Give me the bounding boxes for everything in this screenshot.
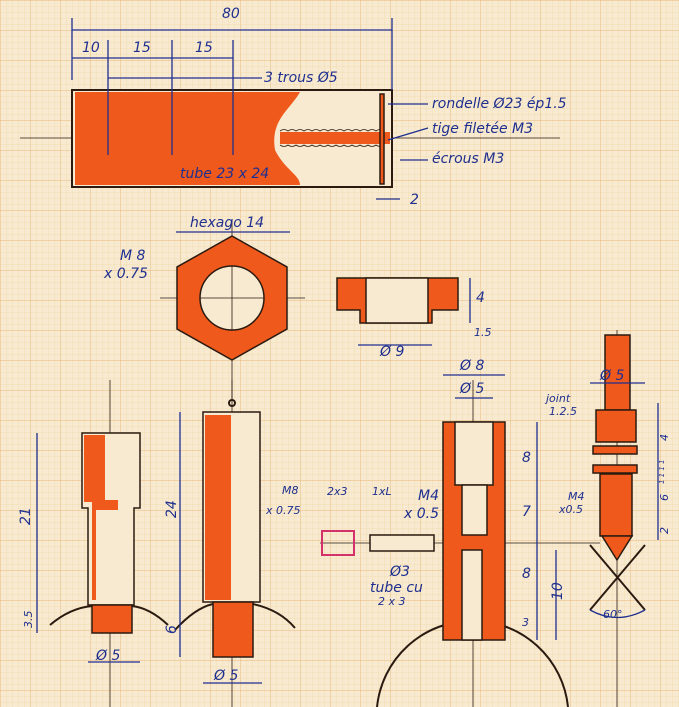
- washer-label: rondelle Ø23 ép1.5: [432, 96, 567, 112]
- pitch-label: x 0.75: [103, 266, 148, 282]
- thread-label: M4: [418, 488, 439, 504]
- hex-nut-view: hexago 14 M 8 x 0.75 Ø 9 4 1.5: [103, 215, 492, 400]
- thread-label: M4: [568, 490, 585, 503]
- dim-1s: 1 1 1 1: [658, 460, 666, 485]
- dim-1-5: 1.5: [474, 326, 492, 339]
- dim-6: 6: [658, 494, 671, 501]
- pin-1xL: [369, 534, 435, 552]
- part-d: 60° Ø 5 joint 1.2.5 4 1 1 1 1 6 2 M4 x0.…: [544, 330, 671, 707]
- dim-phi8: Ø 8: [459, 358, 484, 374]
- dim-10: 10: [82, 40, 100, 56]
- part-b: 24 6 M8 x 0.75 Ø 5: [164, 380, 301, 707]
- dim-8a: 8: [522, 450, 531, 466]
- nuts-label: écrous M3: [432, 151, 504, 167]
- dim-24: 24: [164, 500, 180, 518]
- thread-label: M8: [282, 484, 299, 497]
- dim-phi5: Ø 5: [95, 648, 120, 664]
- copper-tube-size: 2 x 3: [378, 595, 406, 608]
- part-a: 21 3.5 Ø 5: [18, 380, 169, 707]
- pitch-label: x 0.75: [265, 504, 301, 517]
- thread-label: M 8: [120, 248, 146, 264]
- dim-10: 10: [550, 582, 566, 600]
- dim-phi9: Ø 9: [379, 344, 404, 360]
- pin-2x3: [321, 530, 355, 556]
- dim-6: 6: [164, 625, 180, 634]
- pin-b-label: 1xL: [372, 485, 392, 498]
- dim-15a: 15: [133, 40, 151, 56]
- dim-15b: 15: [195, 40, 213, 56]
- dim-21: 21: [18, 507, 34, 525]
- joint-size: 1.2.5: [549, 405, 577, 418]
- joint-label: joint: [544, 392, 571, 405]
- dim-phi5: Ø 5: [599, 368, 624, 384]
- dim-phi5: Ø 5: [459, 381, 484, 397]
- tube-assembly-view: 80 10 15 15 3 trous Ø5 tube 23 x 24 rond…: [20, 6, 567, 208]
- dim-4: 4: [476, 290, 485, 306]
- dim-8b: 8: [522, 566, 531, 582]
- dim-2: 2: [410, 192, 419, 208]
- hexagon-label: hexago 14: [190, 215, 264, 231]
- dim-7: 7: [522, 504, 531, 520]
- holes-label: 3 trous Ø5: [264, 70, 338, 86]
- threaded-rod: [279, 129, 385, 147]
- rod-label: tige filetée M3: [432, 121, 533, 137]
- dim-80: 80: [222, 6, 240, 22]
- washer: [379, 93, 385, 185]
- angle-60: 60°: [603, 608, 623, 621]
- pin-a-label: 2x3: [327, 485, 348, 498]
- pitch-label: x0.5: [558, 503, 583, 516]
- dim-phi3: Ø3: [389, 564, 410, 580]
- tube-label: tube 23 x 24: [180, 166, 269, 182]
- dim-2: 2: [658, 527, 671, 534]
- copper-tube-label: tube cu: [370, 580, 423, 596]
- dim-4: 4: [658, 434, 671, 441]
- part-c: Ø 8 Ø 5 8 7 8 10 3 M4 x 0.5 2x3 1xL Ø3 t…: [320, 358, 600, 707]
- dim-3-5: 3.5: [22, 611, 35, 629]
- pitch-label: x 0.5: [403, 506, 439, 522]
- dim-phi5: Ø 5: [213, 668, 238, 684]
- dim-3: 3: [522, 616, 529, 629]
